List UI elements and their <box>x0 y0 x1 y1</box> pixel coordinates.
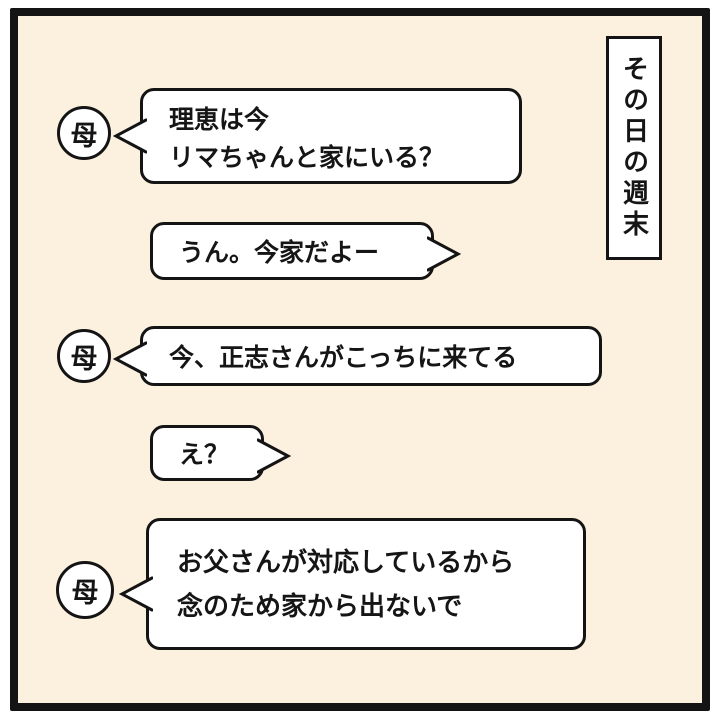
speech-bubble-mother-2: 今、正志さんがこっちに来てる <box>113 326 602 386</box>
speech-bubble-mother-1: 理恵は今 リマちゃんと家にいる？ <box>113 88 522 184</box>
avatar-mother: 母 <box>57 106 111 160</box>
bubble-text-line: 理恵は今 <box>169 105 270 134</box>
bubble-tail-left-icon <box>113 118 147 154</box>
bubble-tail-left-icon <box>119 576 153 612</box>
avatar-mother: 母 <box>57 329 111 383</box>
bubble-text-line: お父さんが対応しているから <box>177 548 515 578</box>
bubble-text-line: うん。今家だよー <box>179 238 380 267</box>
avatar-mother: 母 <box>56 561 114 619</box>
speech-bubble-reply-1: うん。今家だよー <box>150 222 461 280</box>
bubble-text-line: 今、正志さんがこっちに来てる <box>169 343 518 372</box>
speech-bubble-mother-3: お父さんが対応しているから 念のため家から出ないで <box>119 518 586 650</box>
speech-bubble-reply-2: え？ <box>150 425 291 481</box>
bubble-tail-right-icon <box>257 438 291 474</box>
avatar-label: 母 <box>70 120 98 152</box>
bubble-tail-left-icon <box>113 341 147 377</box>
avatar-label: 母 <box>71 577 99 609</box>
bubble-text-line: 念のため家から出ないで <box>177 592 463 622</box>
caption-text: その日の週末 <box>618 55 649 241</box>
bubble-tail-right-icon <box>427 236 461 272</box>
bubble-text-line: え？ <box>179 440 230 469</box>
caption-box: その日の週末 <box>606 36 662 260</box>
avatar-label: 母 <box>70 343 98 375</box>
bubble-text-line: リマちゃんと家にいる？ <box>169 143 445 172</box>
